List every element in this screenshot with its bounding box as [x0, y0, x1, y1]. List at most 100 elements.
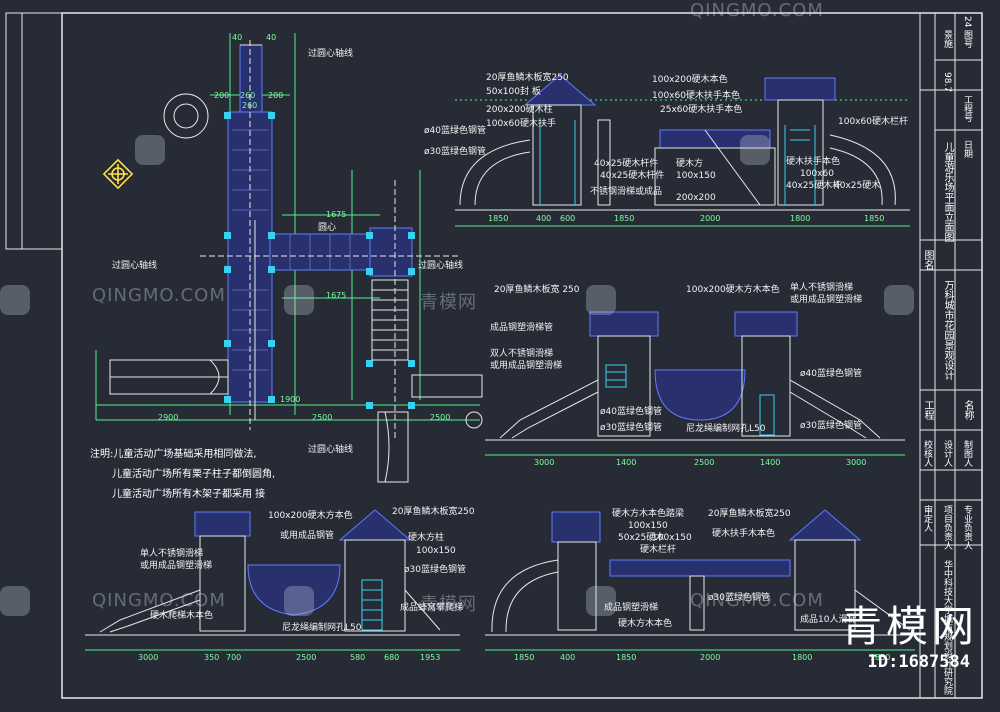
watermark-logo-icon [284, 285, 314, 315]
elev2-label: ø40蓝绿色钢管 [800, 369, 862, 379]
date-value: 98.7 [942, 72, 952, 93]
elev3-label: 硬木爬梯木本色 [150, 611, 214, 621]
note-line-2: 儿童活动广场所有栗子柱子都倒圆角, [112, 469, 276, 480]
elev2-dim: 3000 [534, 458, 555, 467]
elev3-dim: 580 [350, 653, 366, 662]
target-marker [102, 158, 134, 190]
plan-dim: 200 [214, 91, 230, 100]
discipline-lead-label: 专业负责人 [962, 505, 972, 550]
elev1-label: 100x60 [800, 169, 834, 179]
sheet-no: 图号 [962, 30, 972, 48]
elev4-label: 成品钢塑滑梯 [604, 603, 659, 613]
elev1-label: ø40蓝绿色钢管 [424, 126, 486, 136]
elev1-label: 40x25硬木杆 [786, 181, 842, 191]
elevation-2 [485, 311, 905, 456]
elev1-label: 40x25硬木杆件 [594, 159, 659, 169]
elev2-label: ø40蓝绿色钢管 [600, 407, 662, 417]
elev1-label: 200x200硬木柱 [486, 105, 553, 115]
watermark-text: QINGMO.COM [92, 590, 226, 611]
elev1-label: 40x25硬木 [834, 181, 881, 191]
elev3-dim: 3000 [138, 653, 159, 662]
designed-label: 设计人 [942, 440, 952, 467]
elev2-label: 或用成品钢塑滑梯 [490, 361, 563, 371]
watermark-logo-icon [0, 586, 30, 616]
brand-watermark: 青模网 [839, 602, 978, 651]
elev1-label: 200x200 [676, 193, 716, 203]
plan-dim: 260 [242, 101, 258, 110]
watermark-logo-icon [586, 285, 616, 315]
plan-dim: 40 [266, 33, 277, 42]
watermark-text: QINGMO.COM [690, 590, 824, 611]
elevation-3 [85, 509, 460, 651]
elev4-label: 硬木栏杆 [640, 545, 677, 555]
elev1-dim: 400 [536, 214, 552, 223]
watermark-text-cn: 青模网 [420, 292, 477, 313]
plan-dim: 2500 [430, 413, 451, 422]
elev3-label: 硬木方柱 [408, 533, 445, 543]
elev4-label: 成品10人滑梯 [800, 615, 857, 625]
image-id-label: ID:1687584 [867, 652, 970, 672]
watermark-text: QINGMO.COM [92, 285, 226, 306]
plan-dim: 1900 [280, 395, 301, 404]
elev1-label: 100x150 [676, 171, 716, 181]
elev1-dim: 1850 [864, 214, 885, 223]
watermark-logo-icon [0, 285, 30, 315]
watermark-logo-icon [284, 586, 314, 616]
elev3-dim: 680 [384, 653, 400, 662]
elev4-label: 硬木方木本色 [618, 619, 673, 629]
elev4-label: 硬木方木本色踏梁 [612, 509, 685, 519]
elev4-label: 20厚鱼鳞木板宽250 [708, 509, 791, 519]
plan-axis-bottom: 过圆心轴线 [308, 445, 354, 455]
watermark-logo-icon [884, 285, 914, 315]
elev2-label: 成品钢塑滑梯管 [490, 323, 554, 333]
elev1-label: 50x100封 板 [486, 87, 541, 97]
elev1-dim: 2000 [700, 214, 721, 223]
plan-dim: 1675 [326, 291, 347, 300]
elev3-label: 100x200硬木方本色 [268, 511, 353, 521]
elev3-label: 100x150 [416, 546, 456, 556]
elev2-dim: 1400 [616, 458, 637, 467]
company-name: 华中科技大学城市规划设计研究院 [942, 560, 952, 695]
elev1-dim: 1850 [488, 214, 509, 223]
elev4-dim: 400 [560, 653, 576, 662]
elev1-dim: 600 [560, 214, 576, 223]
elev4-label: 100x150 [652, 533, 692, 543]
plan-axis-top: 过圆心轴线 [308, 49, 354, 59]
elev1-label: 硬木方 [676, 159, 704, 169]
elev4-label: 硬木扶手木本色 [712, 529, 776, 539]
elev2-label: 尼龙绳编制网孔L50 [686, 424, 766, 434]
plan-dim: 260 [240, 91, 256, 100]
plan-dim: 2900 [158, 413, 179, 422]
elev3-dim: 1953 [420, 653, 441, 662]
elev1-label: 20厚鱼鳞木板宽250 [486, 73, 569, 83]
sheet-value: 景施 [942, 30, 952, 48]
elev4-label: 100x150 [628, 521, 668, 531]
elev4-dim: 1850 [870, 653, 891, 662]
elevation-4 [485, 509, 915, 651]
approved-label: 审定人 [922, 505, 932, 532]
elevation-1 [455, 74, 910, 227]
project-lead-label: 项目负责人 [942, 505, 952, 550]
elev3-label: 或用成品钢塑滑梯 [140, 561, 213, 571]
elev4-dim: 1800 [792, 653, 813, 662]
elev2-label: ø30蓝绿色钢管 [600, 423, 662, 433]
elev3-label: 或用成品钢管 [280, 531, 335, 541]
plan-view [95, 33, 483, 483]
elev3-dim: 2500 [296, 653, 317, 662]
elev3-dim: 700 [226, 653, 242, 662]
elev3-dim: 350 [204, 653, 220, 662]
elev2-dim: 3000 [846, 458, 867, 467]
plan-axis-right: 过圆心轴线 [418, 261, 464, 271]
elev2-dim: 1400 [760, 458, 781, 467]
elev4-dim: 2000 [700, 653, 721, 662]
elev3-label: ø30蓝绿色钢管 [404, 565, 466, 575]
page-no: 24 [962, 16, 972, 28]
note-line-3: 儿童活动广场所有木架子都采用 接 [112, 489, 266, 500]
date-label: 日期 [962, 140, 972, 158]
watermark-logo-icon [740, 135, 770, 165]
elev4-label: ø30蓝绿色钢管 [708, 593, 770, 603]
elev2-label: 20厚鱼鳞木板宽 250 [494, 285, 580, 295]
elev3-label: 成品蜂窝攀爬梯 [400, 603, 464, 613]
elev4-label: 50x25硬木 [618, 533, 665, 543]
